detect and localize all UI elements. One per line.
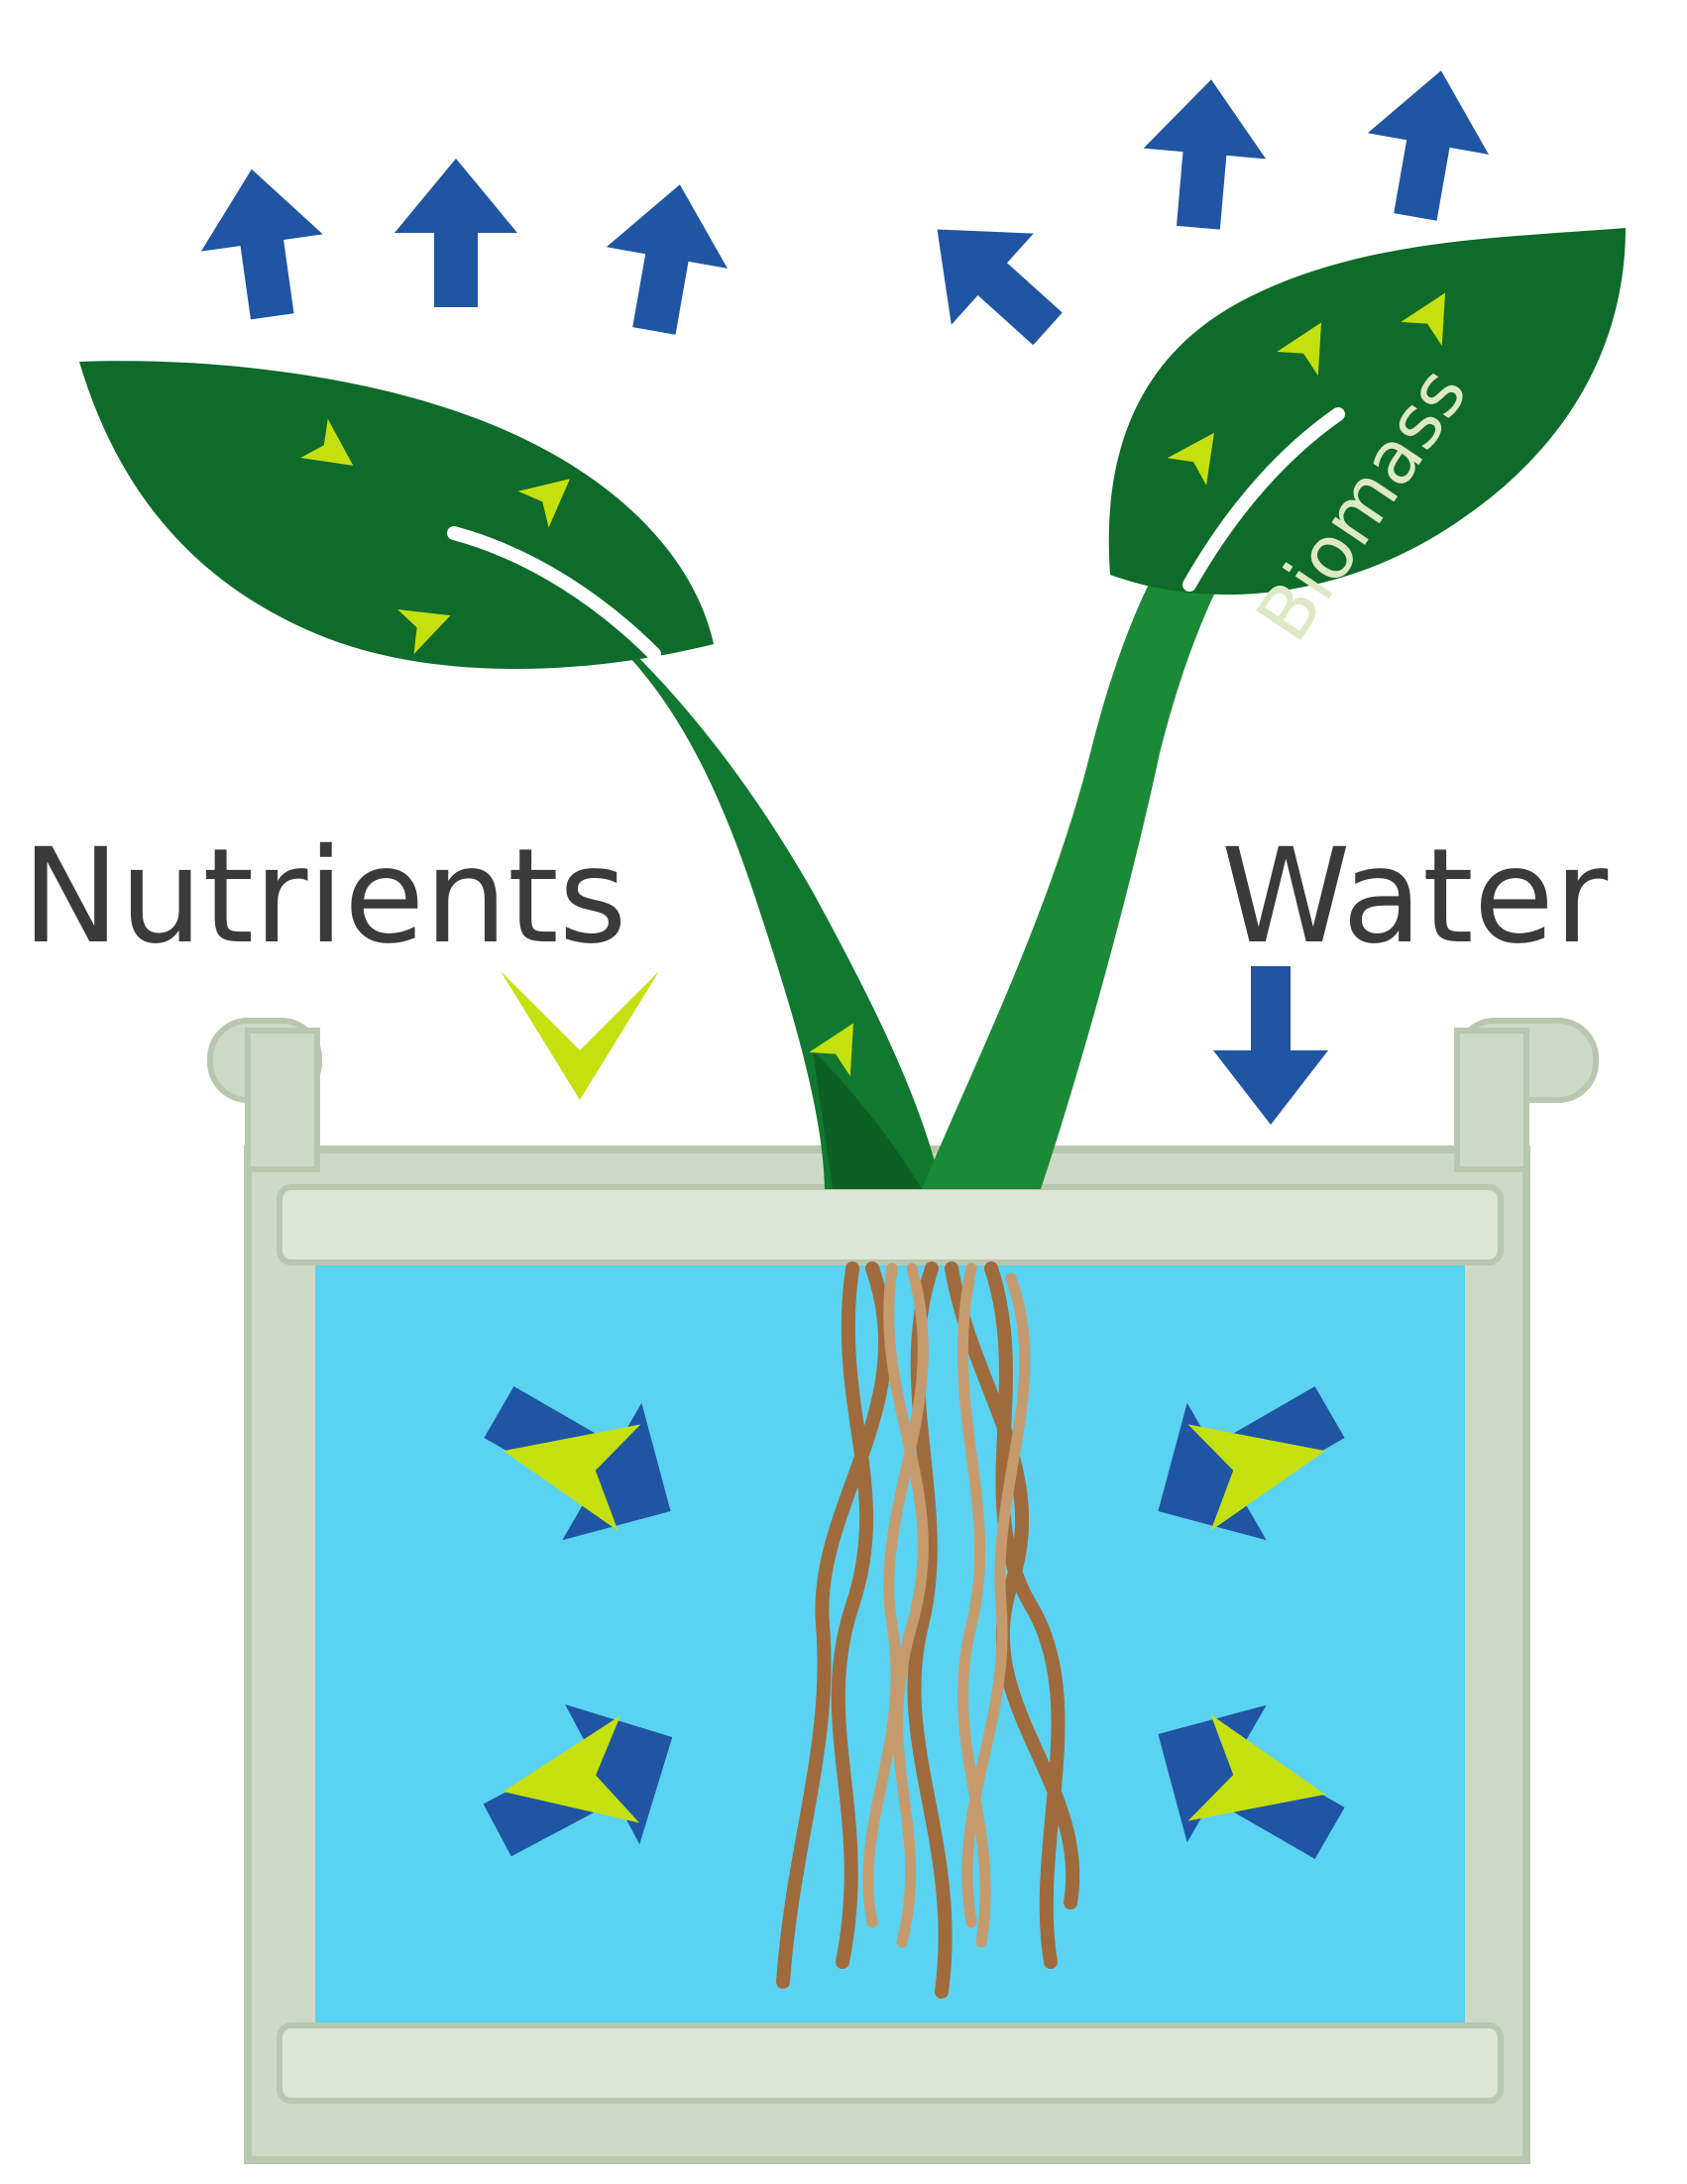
- blue-arrow-icon: [1354, 59, 1502, 228]
- stems: [456, 416, 1328, 1189]
- blue-arrow-icon: [394, 159, 517, 307]
- blue-arrow-icon: [593, 173, 740, 342]
- leaf-right-vein: [1182, 407, 1345, 592]
- container-post-left: [245, 1028, 320, 1172]
- roots: [776, 1261, 1080, 1999]
- blue-down-arrow-icon: [1213, 966, 1328, 1125]
- nutrient-inflow-chevron-icon: [501, 971, 659, 1100]
- leaf-left-vein: [447, 526, 661, 661]
- container-bottom-bar: [277, 2022, 1504, 2104]
- container-post-right: [1454, 1028, 1529, 1172]
- blue-arrow-icon: [896, 183, 1089, 375]
- leaf-right: Biomass: [1108, 228, 1626, 656]
- water-label: Water: [1221, 820, 1609, 973]
- stem-left: [456, 555, 942, 1189]
- blue-arrow-icon: [1137, 73, 1273, 234]
- stem-join-shade: [813, 1050, 922, 1189]
- container: [207, 1018, 1599, 2164]
- blue-arrow-icon: [190, 161, 334, 325]
- stem-right: [922, 416, 1328, 1189]
- nutrients-label: Nutrients: [22, 820, 627, 973]
- container-top-bar: [277, 1184, 1504, 1265]
- leaf-left: [79, 361, 714, 669]
